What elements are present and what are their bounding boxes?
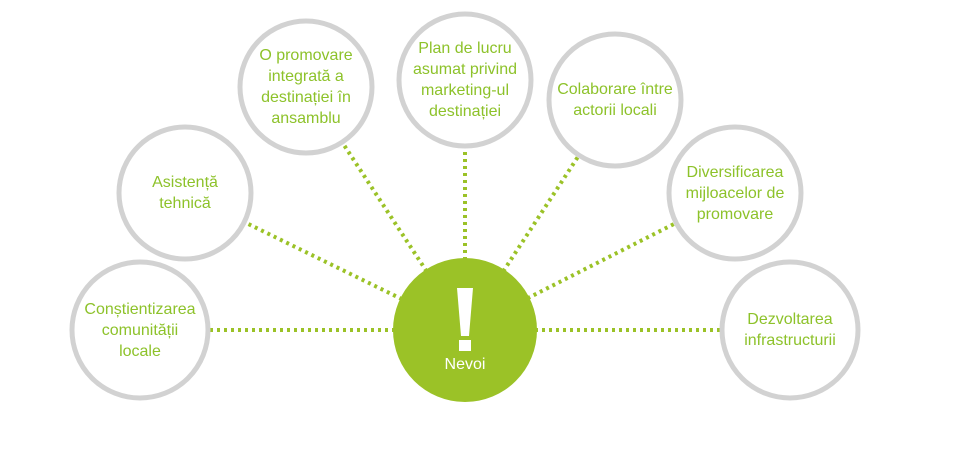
node-circle	[719, 259, 861, 401]
exclamation-dot	[459, 340, 471, 351]
node-circle	[237, 18, 375, 156]
node-label-dezvoltarea: Dezvoltarea infrastructurii	[744, 311, 836, 349]
node-circle	[396, 11, 534, 149]
node-label-asistenta: Asistență tehnică	[152, 174, 218, 212]
node-label-colaborare: Colaborare între actorii locali	[557, 81, 673, 119]
node-label-promovare-integrata: O promovare integrată a destinației în a…	[259, 47, 353, 127]
node-circle	[116, 124, 254, 262]
node-label-diversificarea: Diversificarea mijloacelor de promovare	[685, 163, 785, 223]
center-label: Nevoi	[444, 355, 486, 373]
node-circle	[666, 124, 804, 262]
exclamation-icon	[457, 288, 473, 336]
node-label-constientizarea: Conștientizarea comunității locale	[84, 300, 196, 360]
node-circle	[546, 31, 684, 169]
node-circle	[69, 259, 211, 401]
node-label-plan-de-lucru: Plan de lucru asumat privind marketing-u…	[412, 40, 518, 120]
